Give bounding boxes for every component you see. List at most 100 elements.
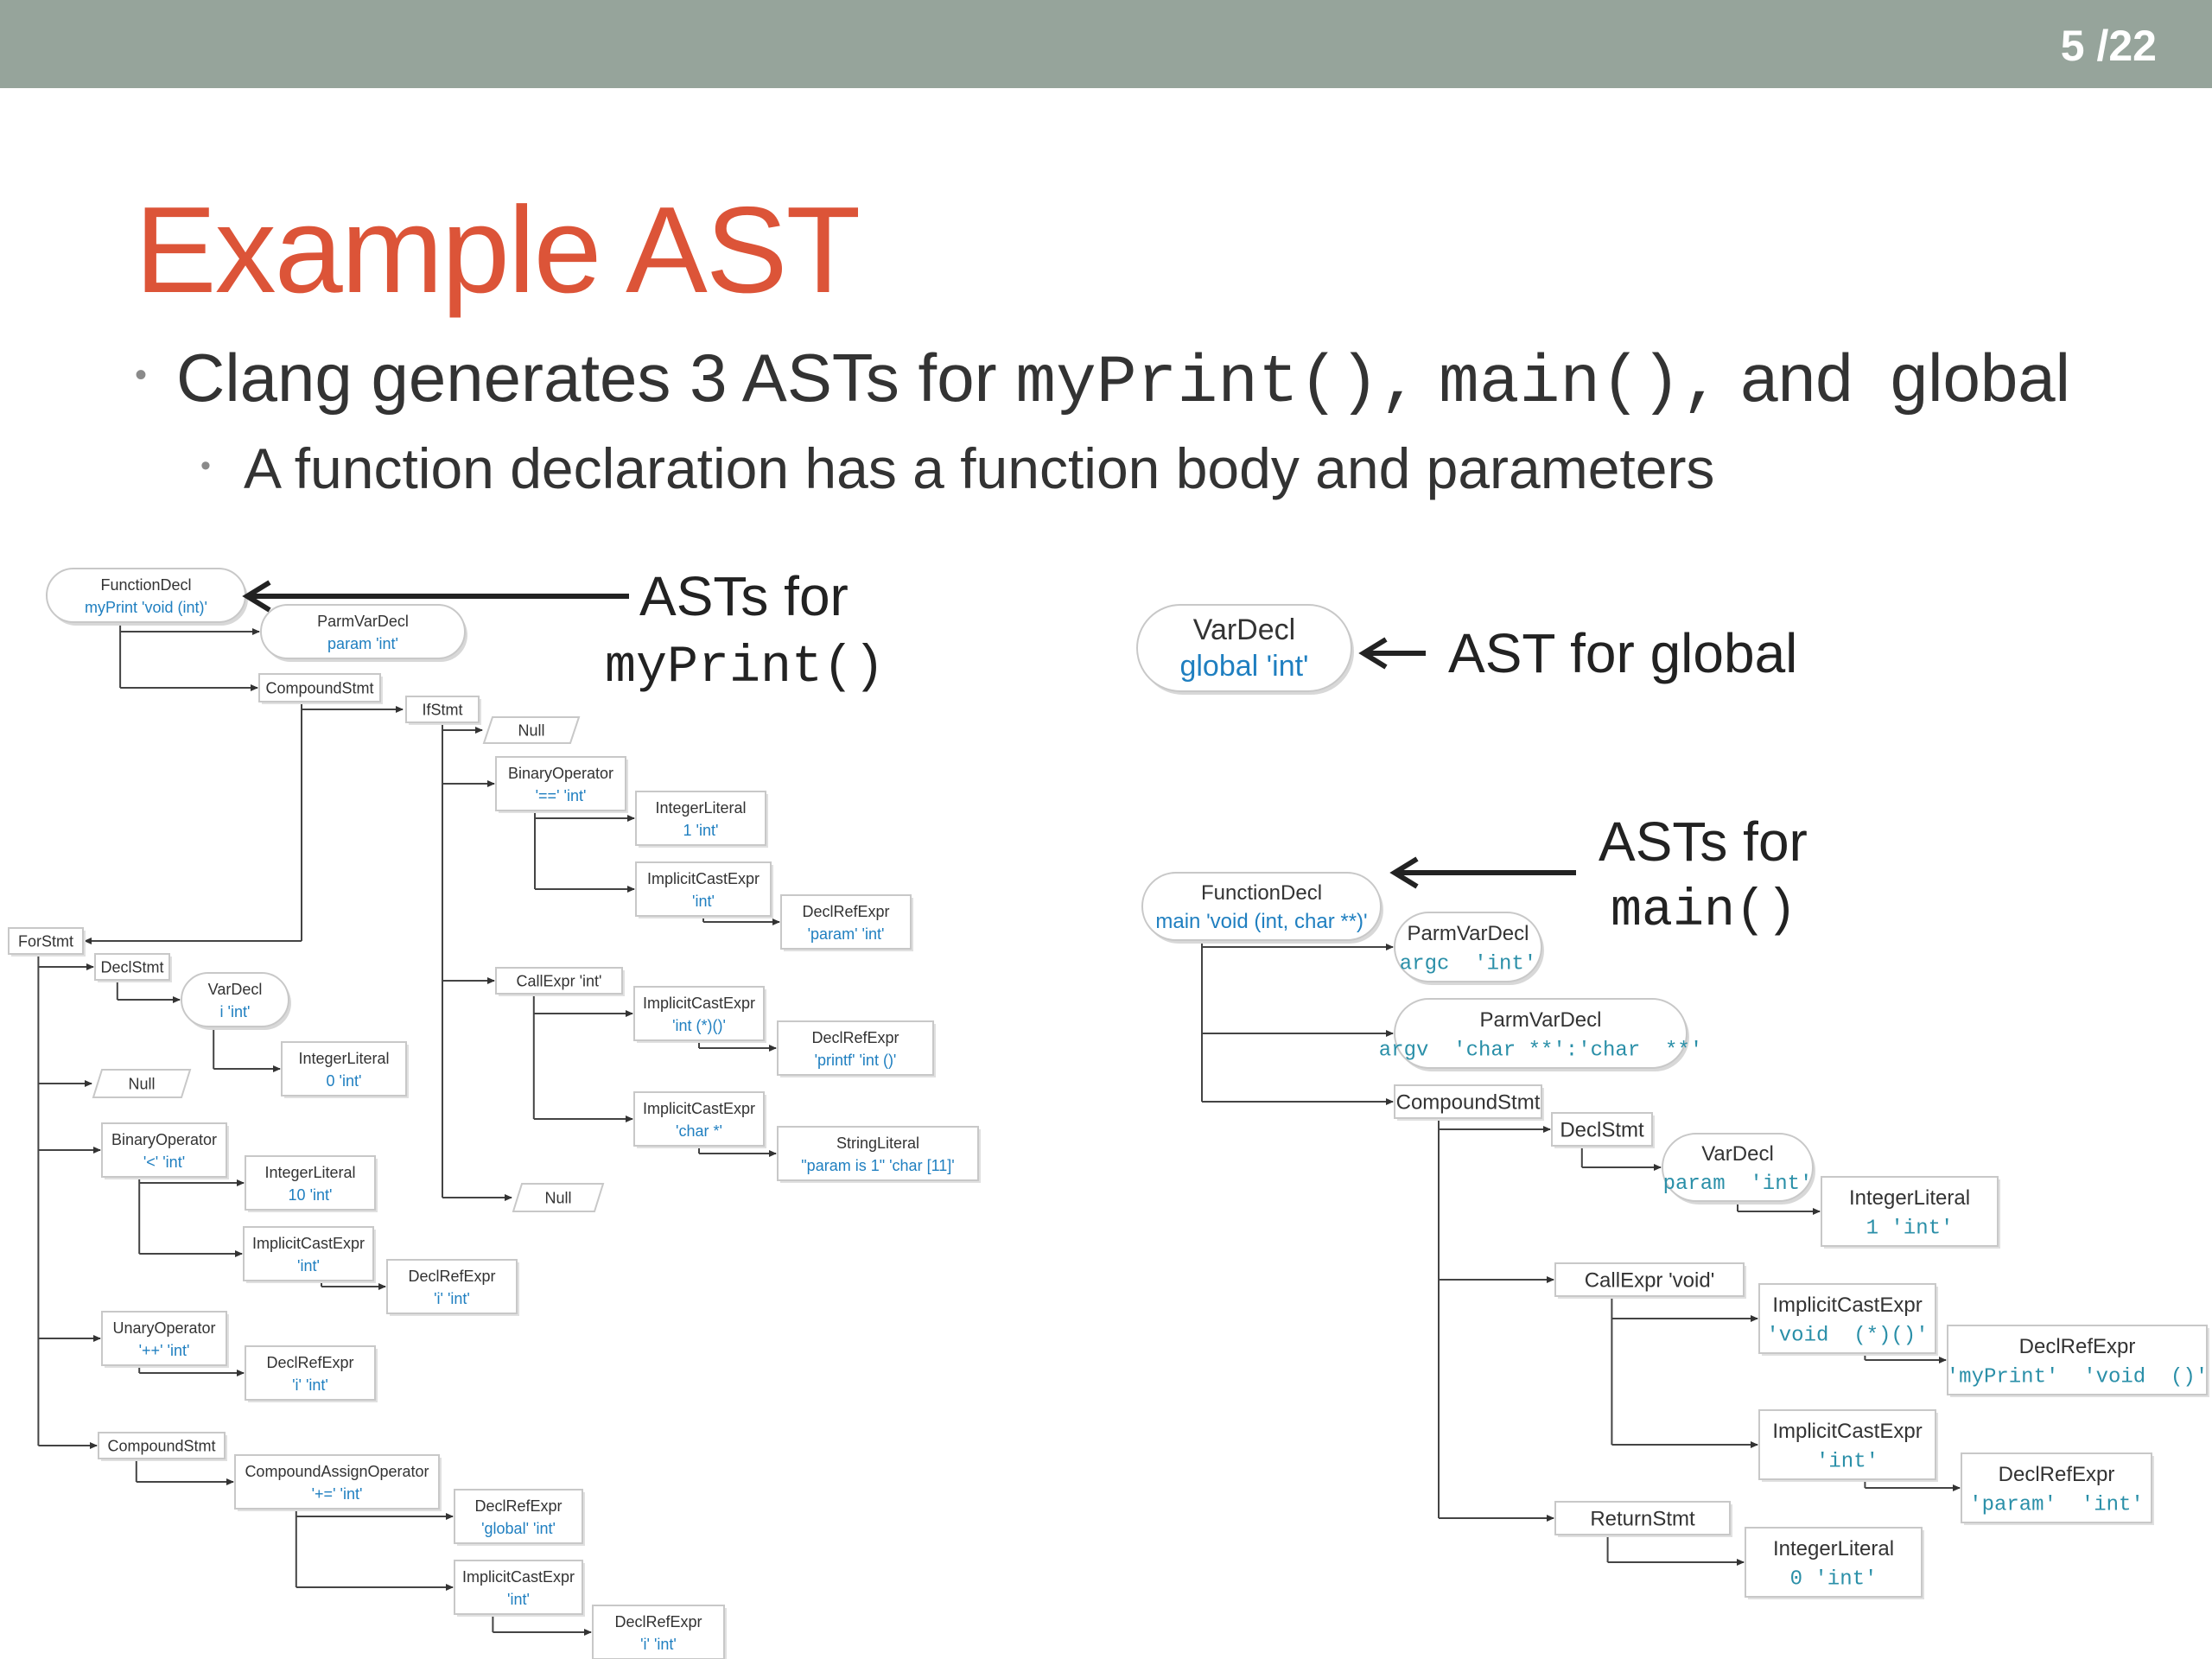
node-label: CompoundStmt [1396,1090,1541,1114]
bullet-1: Clang generates 3 ASTs for myPrint(), ma… [176,339,2070,422]
node-shape [633,1091,765,1147]
bullet-1-code-myprint: myPrint(), [1015,346,1421,422]
node-shape [495,756,626,811]
node-type: 'int' [692,893,715,910]
node-shape [1961,1452,2152,1523]
ast-node-m-ice4: ImplicitCastExpr'int' [243,1226,376,1283]
node-type: 1 'int' [1866,1217,1954,1241]
node-shape [1758,1283,1936,1354]
node-shape [495,967,623,995]
node-shape [635,791,766,846]
ast-node-m-declstmt: DeclStmt [94,953,172,982]
ast-node-n-int1: IntegerLiteral 1 'int' [1821,1176,2000,1249]
node-type: '+=' 'int' [312,1485,363,1503]
node-type: 'int' [297,1257,320,1274]
node-label: DeclRefExpr [614,1613,702,1630]
node-label: VarDecl [1701,1142,1774,1166]
node-shape [243,1226,374,1281]
node-shape [260,604,466,659]
node-label: IfStmt [422,701,462,718]
ast-node-m-str: StringLiteral"param is 1" 'char [11]' [777,1126,981,1183]
slide-title: Example AST [135,181,861,319]
ast-node-m-dre3: DeclRefExpr'i' 'int' [386,1259,519,1316]
node-shape [245,1345,376,1401]
ast-node-n-compound: CompoundStmt [1394,1084,1544,1121]
slide-header-bar: 5 /22 [0,0,2212,88]
ast-node-n-ice1: ImplicitCastExpr'void (*)()' [1758,1283,1938,1356]
node-label: Null [544,1189,571,1206]
node-label: IntegerLiteral [1849,1186,1970,1210]
node-label: ForStmt [18,932,73,950]
node-shape [245,1155,376,1211]
node-label: IntegerLiteral [1773,1537,1894,1560]
page-number: 5 /22 [2060,22,2157,70]
node-shape [635,861,772,917]
node-label: IntegerLiteral [298,1050,389,1067]
node-label: ImplicitCastExpr [1772,1420,1922,1443]
node-label: CompoundStmt [265,679,373,696]
ast-node-m-dre6: DeclRefExpr'i' 'int' [592,1605,727,1659]
node-shape [94,953,170,981]
node-type: i 'int' [220,1003,251,1020]
ast-node-n-parm1: ParmVarDecl argc 'int' [1394,912,1544,985]
node-label: BinaryOperator [111,1131,217,1148]
node-type: 'int' [1816,1451,1878,1474]
ast-node-n-call: CallExpr 'void' [1554,1262,1746,1299]
node-shape [1136,604,1352,692]
label-myprint_1: ASTs for [639,565,849,627]
node-label: ImplicitCastExpr [462,1568,575,1586]
ast-node-n-dre1: DeclRefExpr 'myPrint' 'void ()' [1947,1325,2209,1397]
node-shape [1394,912,1542,982]
ast-node-m-dre1: DeclRefExpr'param' 'int' [780,894,913,951]
node-type: '<' 'int' [143,1154,185,1171]
node-shape [1758,1409,1936,1480]
node-label: DeclRefExpr [2019,1335,2136,1358]
ast-node-n-dre2: DeclRefExpr'param' 'int' [1961,1452,2154,1525]
node-label: ParmVarDecl [1408,922,1529,945]
node-type: 'int (*)()' [672,1017,726,1034]
node-label: UnaryOperator [112,1319,215,1337]
node-type: 'param' 'int' [808,925,885,943]
node-type: "param is 1" 'char [11]' [801,1157,954,1174]
ast-node-m-ice3: ImplicitCastExpr'char *' [633,1091,766,1148]
ast-node-m-ice5: ImplicitCastExpr 'int' [454,1560,585,1617]
ast-node-m-binop: BinaryOperator'==' 'int' [495,756,628,813]
bullet-1-code-main: main(), [1438,346,1722,422]
node-type: 'printf' 'int ()' [815,1052,897,1069]
node-type: main 'void (int, char **)' [1155,910,1367,933]
ast-node-m-dre2: DeclRefExpr'printf' 'int ()' [777,1020,936,1077]
ast-node-m-ice1: ImplicitCastExpr 'int' [635,861,773,918]
node-type: 1 'int' [683,822,719,839]
node-shape [1947,1325,2208,1395]
node-shape [1551,1112,1653,1147]
node-type: 0 'int' [1790,1568,1878,1592]
node-label: ImplicitCastExpr [643,995,755,1012]
node-label: IntegerLiteral [655,799,746,817]
node-label: VarDecl [208,981,263,998]
ast-node-m-dre5: DeclRefExpr'global' 'int' [454,1489,585,1546]
ast-node-n-int0: IntegerLiteral 0 'int' [1745,1527,1924,1599]
node-shape [405,696,480,723]
node-type: 'int' [507,1591,530,1608]
node-shape [512,1183,605,1212]
ast-node-m-int1: IntegerLiteral 1 'int' [635,791,768,848]
bullet-dot-2: • [200,449,211,482]
node-shape [1394,1084,1542,1119]
node-shape [1745,1527,1923,1598]
node-label: DeclRefExpr [474,1497,562,1515]
ast-node-m-binop2: BinaryOperator '<' 'int' [101,1122,229,1179]
bullet-dot-1: • [135,356,148,394]
node-shape [482,716,581,744]
node-label: CallExpr 'int' [517,972,602,989]
node-type: argc 'int' [1400,953,1536,976]
node-label: CallExpr 'void' [1585,1268,1715,1292]
node-type: 'myPrint' 'void ()' [1947,1366,2208,1389]
pointer-arrow-head [1358,637,1388,670]
node-label: ImplicitCastExpr [647,870,760,887]
ast-node-m-compound: CompoundStmt [258,673,383,704]
node-type: 'char *' [676,1122,722,1140]
pointer-arrow-head [1389,856,1419,889]
node-label: CompoundAssignOperator [245,1463,429,1480]
